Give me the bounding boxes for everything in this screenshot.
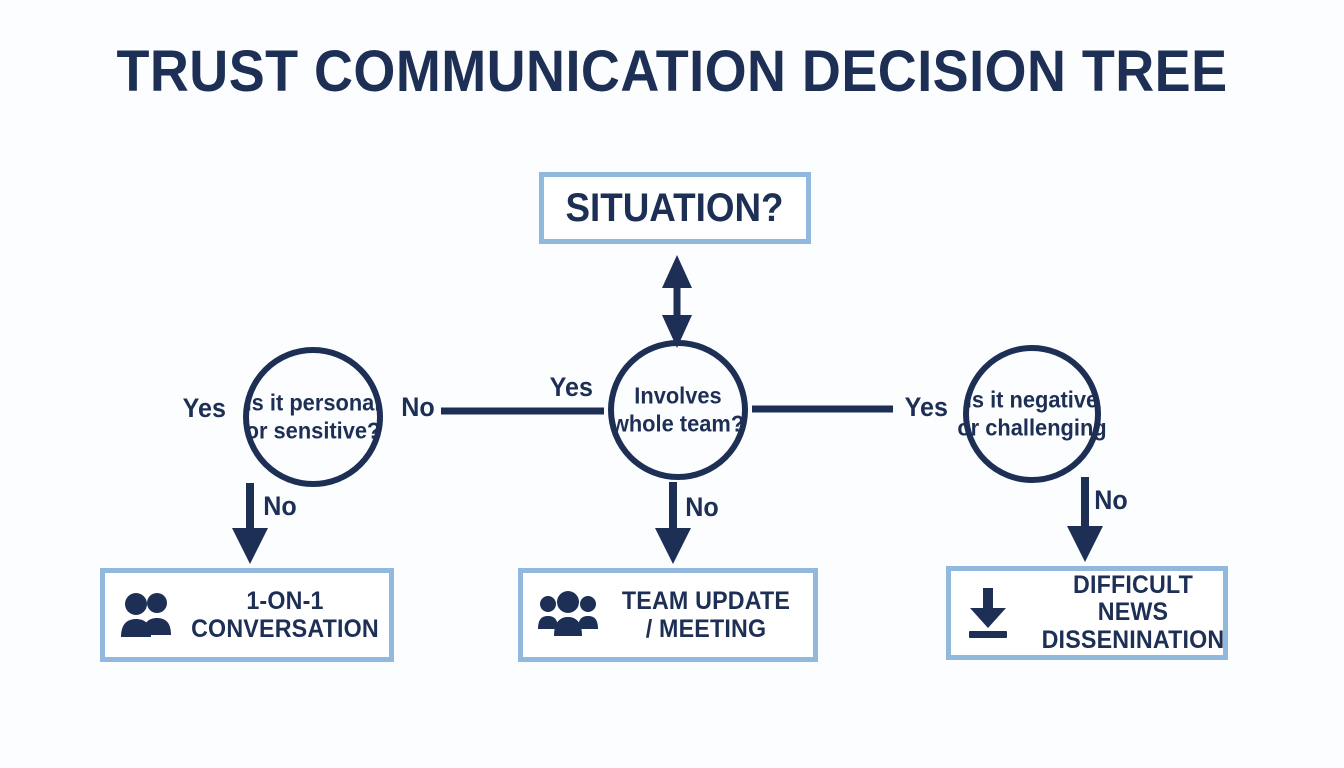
outcome-inner: TEAM UPDATE / MEETING xyxy=(523,573,813,657)
edge-label-no-difficult-news: No xyxy=(1094,485,1128,515)
node-is-it-personal-or-sensitive[interactable]: Is it personal or sensitive? xyxy=(243,347,383,487)
download-arrow-icon xyxy=(957,585,1019,641)
outcome-inner: 1-ON-1 CONVERSATION xyxy=(105,573,389,657)
group-people-icon xyxy=(537,587,599,643)
node-difficult-news-label: DIFFICULT NEWS DISSENINATION xyxy=(1041,570,1225,654)
node-is-it-negative-or-challenging[interactable]: Is it negative or challenging xyxy=(957,345,1107,483)
page-title: TRUST COMMUNICATION DECISION TREE xyxy=(116,39,1228,104)
node-one-on-one-label: 1-ON-1 CONVERSATION xyxy=(191,587,379,643)
edge-label-no-team-update: No xyxy=(685,492,719,522)
node-involves-whole-team[interactable]: Involves whole team? xyxy=(608,340,748,480)
node-team-label: Involves whole team? xyxy=(611,382,745,436)
outcome-inner: DIFFICULT NEWS DISSENINATION xyxy=(951,571,1224,655)
edge-label-no-personal: No xyxy=(401,392,435,422)
node-difficult-news-dissemination[interactable]: DIFFICULT NEWS DISSENINATION xyxy=(946,566,1228,660)
node-negative-label: Is it negative or challenging xyxy=(957,386,1107,440)
edge-label-yes-team: Yes xyxy=(549,372,593,402)
node-team-update-label: TEAM UPDATE / MEETING xyxy=(621,587,791,643)
node-situation[interactable]: SITUATION? xyxy=(539,172,811,244)
node-situation-label: SITUATION? xyxy=(565,186,785,230)
node-one-on-one-conversation[interactable]: 1-ON-1 CONVERSATION xyxy=(100,568,394,662)
node-personal-label: Is it personal or sensitive? xyxy=(245,389,381,443)
edge-label-no-one-on-one: No xyxy=(263,491,297,521)
edge-situation-team xyxy=(662,255,692,348)
edge-label-yes-personal: Yes xyxy=(182,393,226,423)
node-team-update-meeting[interactable]: TEAM UPDATE / MEETING xyxy=(518,568,818,662)
edge-label-yes-negative: Yes xyxy=(904,392,948,422)
two-people-icon xyxy=(119,587,181,643)
